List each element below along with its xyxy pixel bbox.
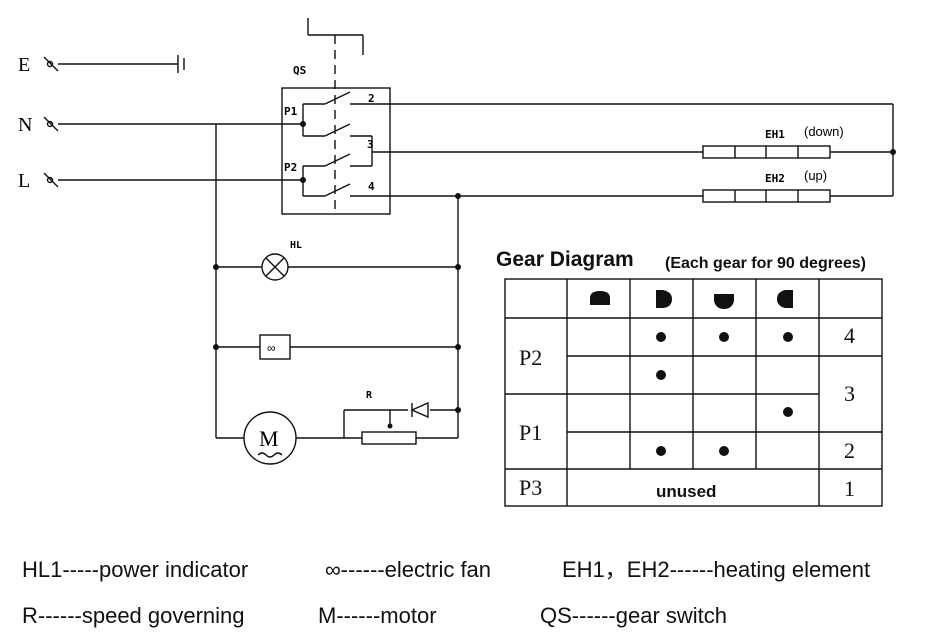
contact-2-label: 2 <box>368 92 375 105</box>
terminal-l-label: L <box>18 170 30 192</box>
gear-number-4: 4 <box>844 323 855 348</box>
eh1-position-label: (down) <box>804 124 844 139</box>
motor-ac-symbol <box>257 452 283 458</box>
heater-eh2 <box>702 189 831 203</box>
qs-label: QS <box>293 64 306 77</box>
terminal-e-label: E <box>18 54 30 76</box>
gear-table-subtitle: (Each gear for 90 degrees) <box>665 255 866 272</box>
terminal-l <box>43 172 59 188</box>
motor <box>243 411 297 465</box>
legend-m: M------motor <box>318 603 437 628</box>
contact-4-label: 4 <box>368 180 375 193</box>
lamp-hl <box>261 253 289 281</box>
lamp-label: HL <box>290 240 302 251</box>
row-label-p3: P3 <box>519 475 542 500</box>
terminal-n-label: N <box>18 114 32 136</box>
resistor <box>361 431 417 445</box>
gear-number-1: 1 <box>844 476 855 501</box>
eh2-code-label: EH2 <box>765 172 785 185</box>
p2-blade-upper <box>324 153 351 167</box>
gear-table-title: Gear Diagram <box>496 248 634 271</box>
heater-eh1 <box>702 145 831 159</box>
legend-eh: EH1，EH2------heating element <box>562 557 870 582</box>
gear-number-3: 3 <box>844 381 855 406</box>
contact-3-label: 3 <box>367 138 374 151</box>
p1-label: P1 <box>284 105 298 118</box>
legend-qs: QS------gear switch <box>540 603 727 628</box>
gear-icons <box>590 290 793 309</box>
unused-label: unused <box>656 482 716 501</box>
gear-contact-dots <box>656 332 793 456</box>
fan-box <box>259 334 291 360</box>
terminal-e <box>43 56 59 72</box>
gear-3-icon <box>714 294 734 309</box>
fan-symbol: ∞ <box>267 341 276 355</box>
row-label-p1: P1 <box>519 420 542 445</box>
p1-blade-upper <box>324 91 351 105</box>
p2-label: P2 <box>284 161 297 174</box>
row-label-p2: P2 <box>519 345 542 370</box>
switch-box <box>281 87 391 215</box>
eh1-code-label: EH1 <box>765 128 785 141</box>
gear-1-icon <box>590 291 610 305</box>
resistor-label: R <box>366 390 373 401</box>
eh2-position-label: (up) <box>804 168 827 183</box>
junction-dots <box>213 121 896 429</box>
legend-fan: ∞------electric fan <box>325 557 491 582</box>
wiring <box>43 18 894 465</box>
gear-table-grid <box>504 278 883 507</box>
terminal-n <box>43 116 59 132</box>
gear-number-2: 2 <box>844 438 855 463</box>
legend-hl1: HL1-----power indicator <box>22 557 248 582</box>
gear-4-icon <box>777 290 793 308</box>
p1-blade-lower <box>324 123 351 137</box>
diode <box>410 401 429 419</box>
motor-symbol: M <box>259 426 279 451</box>
gear-2-icon <box>656 290 672 308</box>
legend-r: R------speed governing <box>22 603 245 628</box>
p2-blade-lower <box>324 183 351 197</box>
